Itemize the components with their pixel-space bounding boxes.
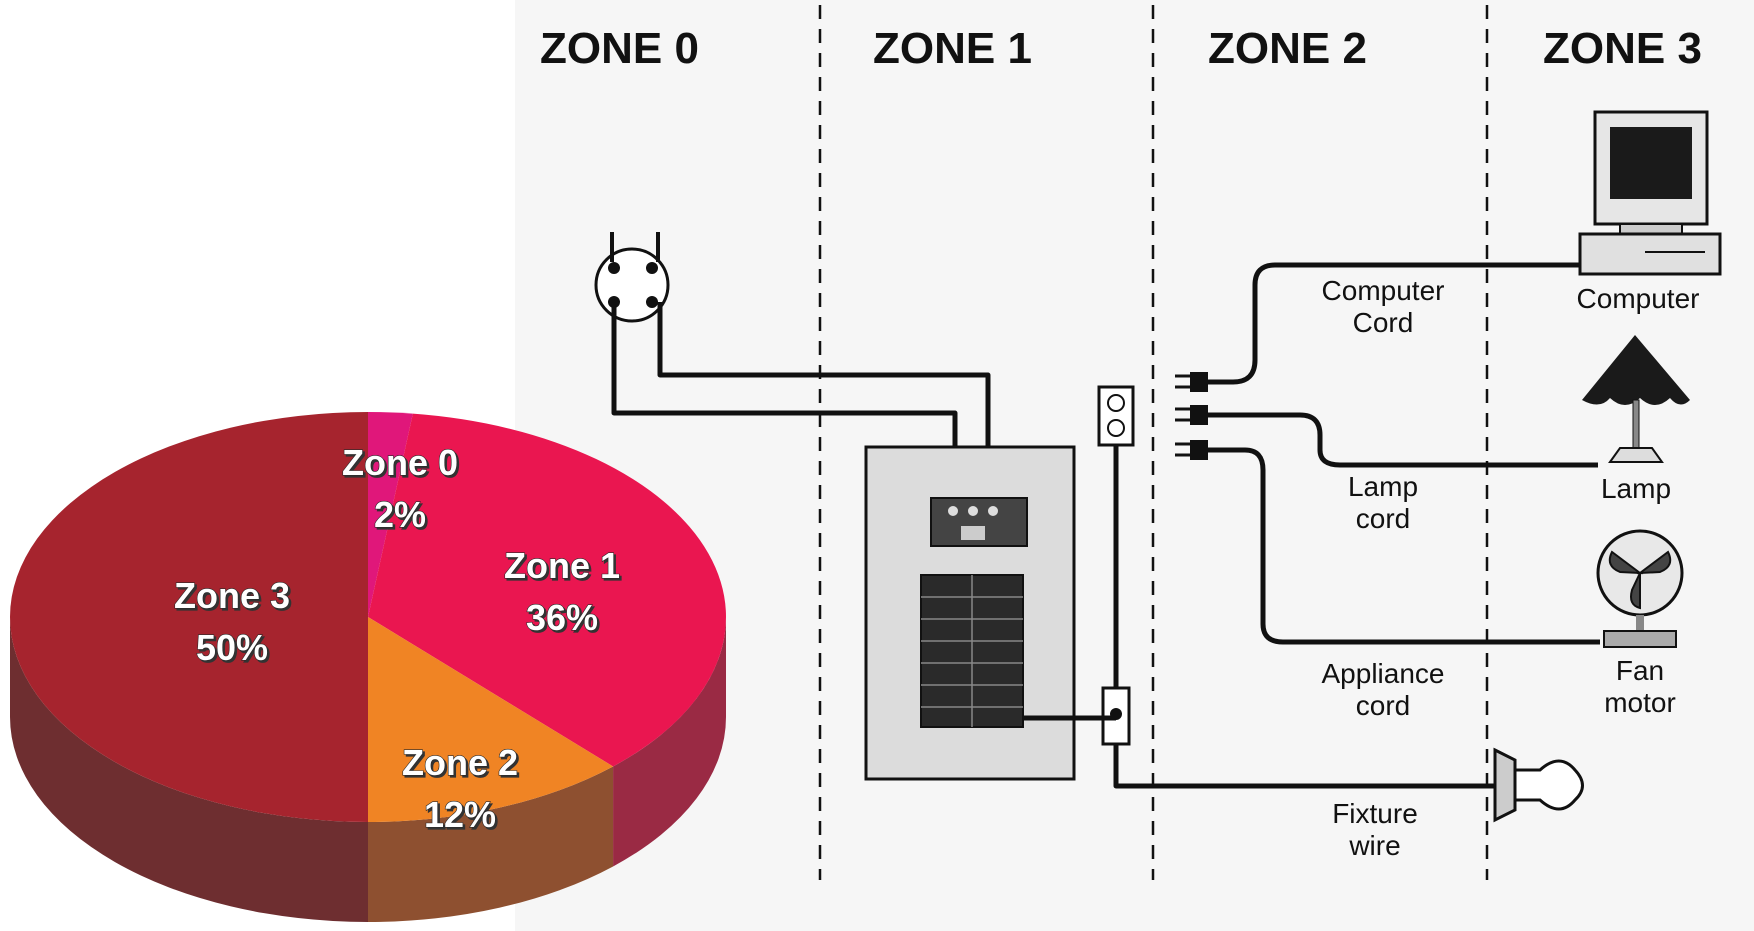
computer-cord-label-line1: Computer <box>1322 275 1445 306</box>
fan-label-line2: motor <box>1604 687 1676 718</box>
pie-label-zone-3: Zone 3 <box>174 575 290 616</box>
computer-label: Computer <box>1577 283 1700 314</box>
lamp-label: Lamp <box>1601 473 1671 504</box>
pie-side-zone-1 <box>613 617 726 867</box>
pie-label-zone-0: Zone 0 <box>342 442 458 483</box>
fan-icon <box>1596 529 1684 648</box>
lamp-cord-line <box>1208 412 1598 468</box>
pie-label-zone-1: Zone 1 <box>504 545 620 586</box>
lamp-icon <box>1582 335 1690 463</box>
computer-cord-label-line2: Cord <box>1353 307 1414 338</box>
feeder-wire-b <box>657 302 991 480</box>
appliance-cord-label-line1: Appliance <box>1322 658 1445 689</box>
computer-cord-line <box>1208 262 1590 385</box>
plug-icons <box>1175 372 1208 460</box>
wall-outlet-icon <box>1097 385 1135 447</box>
appliance-cord-label-line2: cord <box>1356 690 1410 721</box>
fixture-wire-line <box>1113 744 1495 789</box>
lamp-cord-label-line1: Lamp <box>1348 471 1418 502</box>
lamp-cord-label-line2: cord <box>1356 503 1410 534</box>
pie-slice-zone-1 <box>368 413 727 767</box>
distribution-panel-icon <box>864 445 1076 781</box>
pie-value-zone-1: 36% <box>526 597 598 638</box>
pie-value-zone-3: 50% <box>196 627 268 668</box>
fixture-wire-label-line1: Fixture <box>1332 798 1418 829</box>
pie-value-zone-0: 2% <box>374 494 426 535</box>
zone-2-header: ZONE 2 <box>1208 24 1367 73</box>
computer-icon <box>1578 110 1722 276</box>
zone-0-header: ZONE 0 <box>540 24 699 73</box>
pie-value-zone-2: 12% <box>424 794 496 835</box>
light-fixture-icon <box>1493 747 1584 823</box>
fan-label-line1: Fan <box>1616 655 1664 686</box>
fixture-wire-label-line2: wire <box>1348 830 1400 861</box>
service-entrance-icon <box>594 232 670 323</box>
zone-1-header: ZONE 1 <box>873 24 1032 73</box>
zone-share-pie-chart: Zone 0 2% Zone 1 36% Zone 2 12% Zone 3 50% <box>10 412 727 922</box>
appliance-cord-line <box>1208 447 1600 645</box>
pie-label-zone-2: Zone 2 <box>402 742 518 783</box>
pie-side-zone-3 <box>10 617 368 922</box>
pie-slice-zone-3 <box>10 412 368 822</box>
pie-slice-zone-0 <box>368 412 413 617</box>
zone-3-header: ZONE 3 <box>1543 24 1702 73</box>
pie-slice-zone-2 <box>368 617 614 822</box>
pie-side-zone-2 <box>368 766 614 922</box>
